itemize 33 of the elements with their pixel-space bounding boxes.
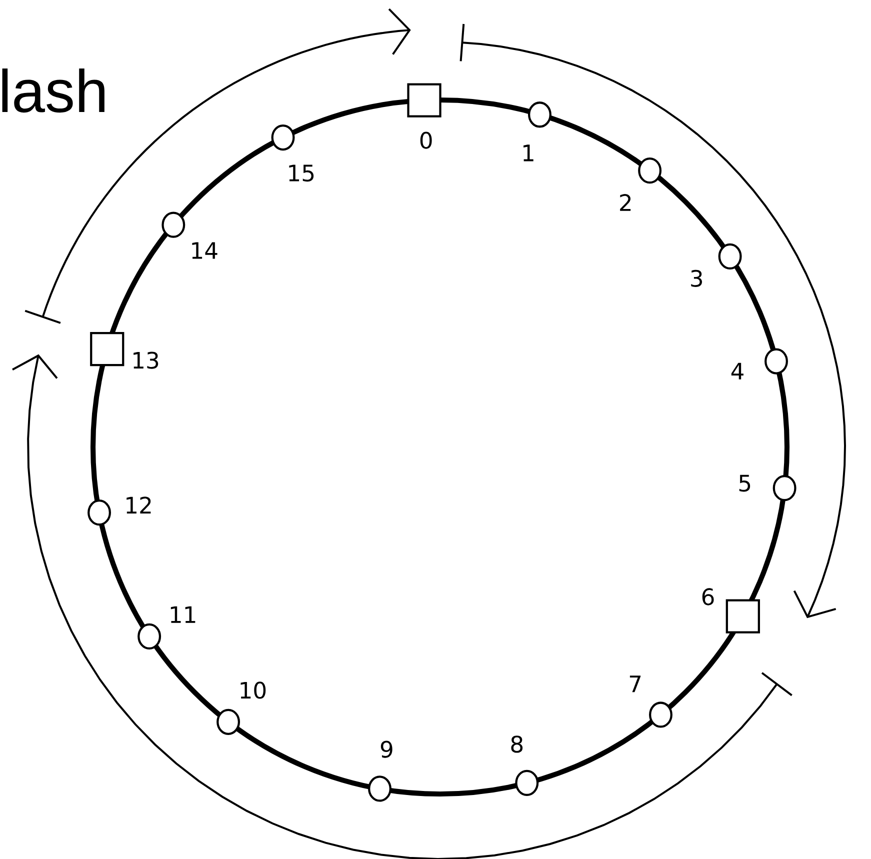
position-number: 15 xyxy=(289,164,314,182)
position-number: 7 xyxy=(630,676,641,692)
circle-marker xyxy=(271,124,295,151)
circle-marker xyxy=(718,243,742,270)
square-marker xyxy=(726,599,760,634)
circle-marker xyxy=(764,348,788,374)
circle-marker xyxy=(216,708,240,735)
square-marker xyxy=(407,83,442,118)
circle-marker xyxy=(515,770,539,796)
position-number: 14 xyxy=(192,242,218,259)
position-number: 13 xyxy=(134,352,158,369)
position-number: 12 xyxy=(126,496,151,514)
circle-marker xyxy=(88,500,111,526)
position-number: 0 xyxy=(420,132,432,149)
circle-marker xyxy=(138,623,162,650)
circle-marker xyxy=(162,212,186,238)
title: lash xyxy=(2,68,104,113)
position-number: 9 xyxy=(380,740,392,758)
circle-marker xyxy=(528,102,552,128)
position-number: 3 xyxy=(691,270,702,287)
position-number: 6 xyxy=(702,588,714,606)
circle-marker xyxy=(772,475,796,502)
circle-marker xyxy=(649,702,672,728)
position-number: 1 xyxy=(524,144,534,162)
position-number: 5 xyxy=(739,474,750,492)
square-marker xyxy=(90,332,124,366)
position-number: 10 xyxy=(240,682,266,699)
position-number: 8 xyxy=(511,736,523,753)
position-number: 2 xyxy=(620,194,631,211)
circle-marker xyxy=(368,776,392,802)
position-number: 11 xyxy=(170,606,196,623)
circle-marker xyxy=(638,158,662,184)
position-number: 4 xyxy=(731,362,744,380)
